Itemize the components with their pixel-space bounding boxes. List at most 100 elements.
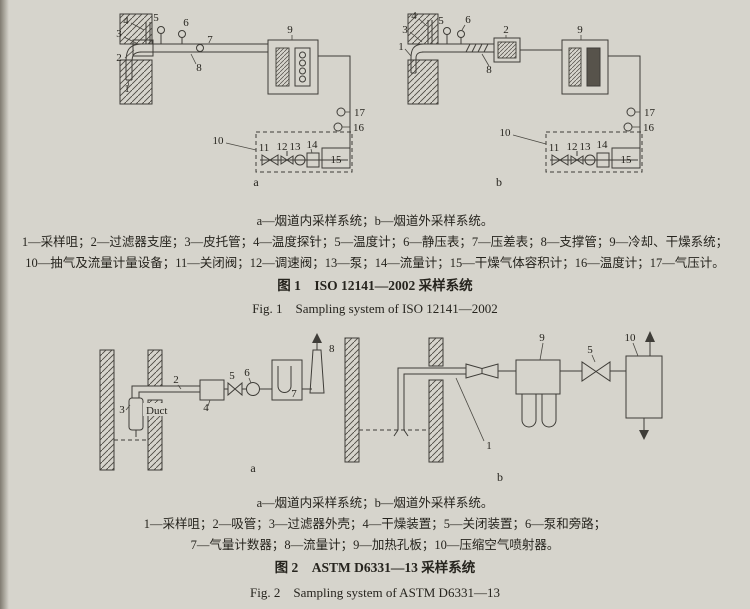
filter-housing [128,397,144,431]
fig1b-callout-8: 8 [486,64,492,76]
suction-tube [131,385,200,398]
leader-line [632,342,639,357]
fig2a-callout-8: 8 [329,343,335,355]
suction-tube [403,373,466,430]
flow-arrow-up [312,333,322,343]
fig1a-callout-9: 9 [287,24,293,36]
suction-tube [138,391,200,398]
fig1b-callout-12: 12 [567,141,578,153]
leader-line [225,142,257,151]
fig2b-callout-5: 5 [587,344,593,356]
filter-holder [132,39,154,57]
fig2-title-en: Fig. 2 Sampling system of ASTM D6331—13 [250,585,500,600]
duct-wall-left [99,349,115,471]
duct-wall-upper [119,13,153,45]
leader-line [190,53,197,65]
fig2b-callout-10: 10 [625,332,637,344]
fig2a-callout-5: 5 [229,370,235,382]
duct-wall-right-upper [147,349,163,387]
drying-device [199,379,225,401]
static-pressure-gauge [178,30,186,38]
flow-arrow-down [639,430,649,440]
barometer-gauge [336,107,346,117]
fig2b-sublabel: b [497,470,503,484]
gas-meter-box [271,359,303,401]
fig1a-callout-1: 1 [124,83,130,95]
flow-meter [306,152,320,168]
fig1a-callout-13: 13 [290,141,302,153]
leader-line [418,18,428,27]
speed-control-valve [570,155,584,165]
fig1a-callout-4: 4 [123,15,129,27]
fig1a-callout-5: 5 [153,12,159,24]
fig1b-callout-5: 5 [438,15,444,27]
fig1-title-zh: 图 1 ISO 12141—2002 采样系统 [277,278,473,293]
leader-line [310,148,313,154]
fig1b-sublabel: b [496,175,502,189]
duct-label: Duct [146,405,167,417]
duct-wall-left [344,337,360,463]
fig1a-callout-17: 17 [354,107,366,119]
rotameter [309,349,325,394]
thermometer-gauge [443,27,451,35]
fig1b-callout-10: 10 [500,127,512,139]
heated-tube-hatch [471,43,477,53]
pump [584,154,596,166]
fig1a-callout-12: 12 [277,141,288,153]
suction-tube [397,367,466,430]
fig1b-callout-14: 14 [597,139,609,151]
diff-pressure-gauge [196,44,204,52]
fig1b-callout-1: 1 [398,41,404,53]
duct-label-backing [143,403,179,416]
pipe [608,55,641,148]
fig1b-callout-13: 13 [580,141,592,153]
duct-wall-upper [407,13,439,45]
leader-line [123,36,139,45]
fig1a-sublabel: a [253,175,259,189]
flow-meter [596,152,610,168]
fig1b-callout-15: 15 [621,154,633,166]
duct-wall-lower [407,59,439,105]
flow-arrow-up [645,331,655,342]
cooler-dryer-box [561,39,609,95]
fig1a-callout-10: 10 [213,135,225,147]
fig1a-callout-16: 16 [353,122,365,134]
fig1a-callout-14: 14 [307,139,319,151]
u-tube [277,366,292,393]
sampling-nozzle [410,43,425,73]
sampling-nozzle [125,43,143,80]
fig1-diagram-a: 4 3 5 6 7 2 8 1 9 10 11 12 13 14 15 16 1… [116,12,365,189]
fig2a-callout-4: 4 [203,402,209,414]
leader-line [539,342,544,361]
condenser-coil [299,51,306,59]
duct-wall-right-lower [428,379,444,463]
fig2b-callout-9: 9 [539,332,545,344]
dryer-column [568,47,582,87]
sampling-nozzle [415,51,425,73]
sampling-nozzle [393,429,399,437]
fig1a-callout-7: 7 [207,34,213,46]
thermometer-gauge [623,122,633,132]
fig1-caption-parts-line2: 10—抽气及流量计量设备；11—关闭阀；12—调速阀；13—泵；14—流量计；1… [25,256,725,270]
fig2a-callout-7: 7 [291,388,297,400]
suction-metering-unit-box [255,131,353,173]
fig2-diagram-a: Duct 3 2 4 5 6 7 8 a [99,333,335,475]
u-tube-manometer [521,394,537,428]
duct-wall-right-lower [147,399,163,471]
fig1b-callout-17: 17 [644,107,656,119]
pump [294,154,306,166]
shutoff-valve [551,154,569,166]
barometer-gauge [626,107,636,117]
speed-control-valve [280,155,294,165]
fig1b-callout-11: 11 [549,142,560,154]
venturi-outlet [481,363,499,379]
heated-orifice-box [515,359,561,395]
suction-metering-unit-box [545,131,643,173]
condenser-coil [299,67,306,75]
fig1a-callout-15: 15 [331,154,343,166]
condenser-coil [299,59,306,67]
condenser-column [586,47,601,87]
fig2a-callout-3: 3 [119,404,125,416]
leader-line [248,377,252,384]
leader-line [512,134,547,145]
